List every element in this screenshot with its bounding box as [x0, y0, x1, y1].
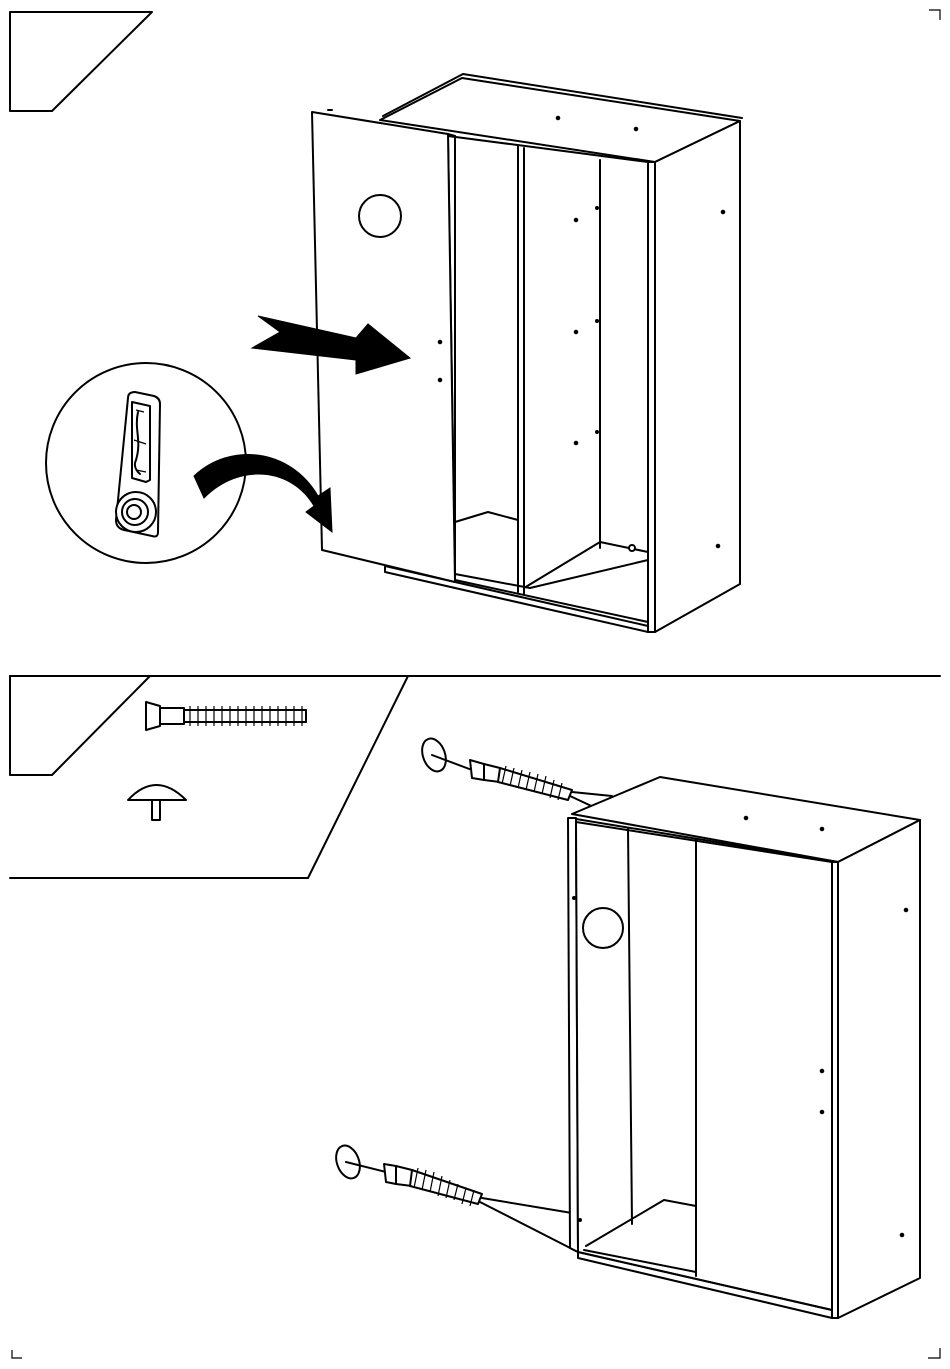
screw-assembly-top: [418, 735, 612, 810]
screw-assembly-bottom: [332, 1142, 578, 1252]
step-2-cabinet: [568, 777, 920, 1318]
screw-icon: [146, 702, 306, 730]
step-2-number-box: [10, 676, 150, 775]
step-1-number-box: [10, 12, 152, 111]
parts-panel: [10, 676, 408, 878]
cap-icon: [128, 785, 186, 820]
